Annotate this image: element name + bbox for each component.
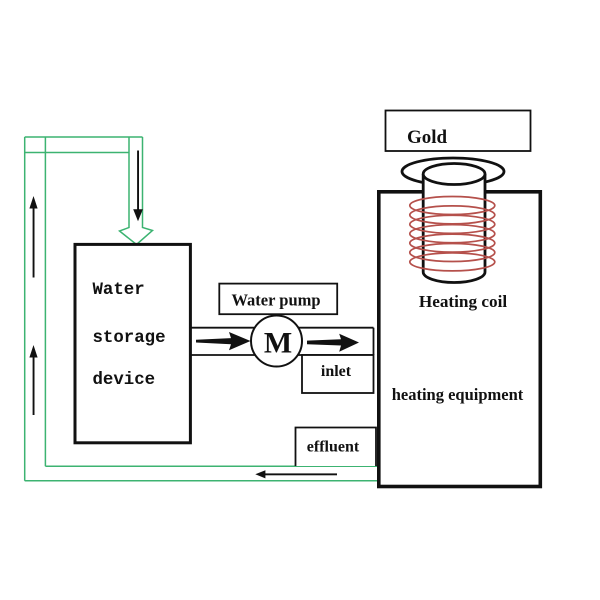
svg-text:effluent: effluent — [307, 439, 360, 456]
svg-text:Water: Water — [93, 281, 145, 300]
svg-text:Heating coil: Heating coil — [419, 292, 508, 311]
svg-text:M: M — [264, 327, 292, 360]
svg-text:storage: storage — [93, 329, 166, 348]
svg-text:heating equipment: heating equipment — [392, 385, 524, 404]
svg-text:inlet: inlet — [321, 363, 352, 380]
svg-text:device: device — [93, 371, 156, 390]
svg-text:Water pump: Water pump — [231, 291, 320, 310]
svg-text:Gold: Gold — [407, 127, 448, 148]
